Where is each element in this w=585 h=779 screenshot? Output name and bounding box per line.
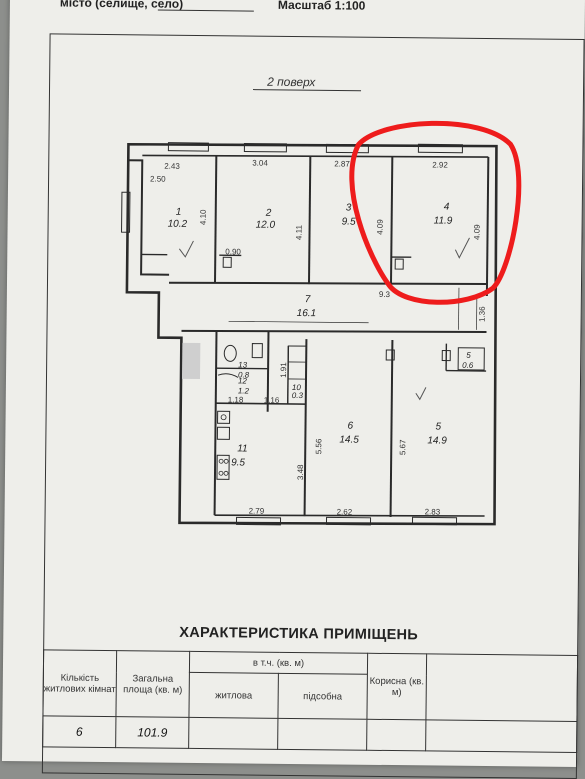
wall-2-3 <box>309 156 310 284</box>
room-5a-number: 5 <box>466 351 471 360</box>
svg-text:2.92: 2.92 <box>432 160 448 169</box>
room-12-number: 12 <box>238 376 248 385</box>
svg-text:5.67: 5.67 <box>398 439 407 455</box>
corridor-bottom-wall <box>181 329 486 334</box>
vent-2 <box>223 257 231 267</box>
room-6-area: 14.5 <box>339 434 359 445</box>
room-4-number: 4 <box>444 202 450 213</box>
room-5-area: 14.9 <box>427 435 447 446</box>
wall-4-right <box>487 157 488 296</box>
val-total: 101.9 <box>116 717 189 749</box>
col-useful: Корисна (кв. м) <box>367 653 427 720</box>
characteristics-table: Кількість житлових кімнат Загальна площа… <box>42 649 578 753</box>
svg-text:1.36: 1.36 <box>478 306 487 322</box>
svg-text:2.43: 2.43 <box>164 162 180 171</box>
svg-text:2.83: 2.83 <box>425 507 441 516</box>
floor-title: 2 поверх <box>266 75 316 90</box>
svg-text:0.90: 0.90 <box>225 247 241 256</box>
room-labels: 1 10.2 2 12.0 3 9.5 4 11.9 7 16.1 13 0.8… <box>165 199 475 471</box>
svg-text:5.56: 5.56 <box>314 438 323 454</box>
room-3-number: 3 <box>346 203 352 214</box>
val-useful <box>367 719 426 751</box>
corridor-top-wall <box>169 281 487 286</box>
characteristics-title: ХАРАКТЕРИСТИКА ПРИМІЩЕНЬ <box>179 625 418 643</box>
col-total: Загальна площа (кв. м) <box>116 651 190 718</box>
room-10-area: 0.3 <box>292 391 304 400</box>
check-marks <box>178 235 470 400</box>
room-1-area: 10.2 <box>168 219 188 230</box>
highlight-room-4 <box>350 122 519 303</box>
bath-tub <box>218 374 238 378</box>
svg-text:2.87: 2.87 <box>334 159 350 168</box>
room-7-area: 16.1 <box>297 308 317 319</box>
toilet <box>224 345 236 361</box>
room-2-number: 2 <box>265 208 272 219</box>
room-13-number: 13 <box>238 360 248 369</box>
svg-text:4.09: 4.09 <box>472 224 481 240</box>
svg-text:3.04: 3.04 <box>252 159 268 168</box>
room-7-number: 7 <box>305 294 311 305</box>
stair-block <box>182 343 200 379</box>
wall-3-4 <box>391 157 392 283</box>
svg-text:4.11: 4.11 <box>294 224 303 240</box>
val-rooms: 6 <box>43 716 116 748</box>
col-empty <box>426 654 578 722</box>
room-11-area: 9.5 <box>231 457 245 468</box>
col-incl: в т.ч. (кв. м) <box>189 651 367 674</box>
room-3-area: 9.5 <box>342 216 356 227</box>
wall-6-5 <box>391 340 393 517</box>
room-5-number: 5 <box>435 421 441 432</box>
outer-wall <box>124 142 498 526</box>
val-empty <box>426 720 577 753</box>
room-4-area: 11.9 <box>434 215 453 226</box>
col-living: житлова <box>189 672 278 718</box>
svg-text:3.48: 3.48 <box>296 464 305 480</box>
room-12-area: 1.2 <box>238 386 250 395</box>
col-aux: підсобна <box>278 673 367 719</box>
room-2-area: 12.0 <box>256 220 276 231</box>
svg-text:2.62: 2.62 <box>337 507 353 516</box>
top-inner-wall <box>142 153 488 159</box>
room-5a-area: 0.6 <box>462 361 474 370</box>
floor-title-underline <box>253 90 361 91</box>
col-rooms: Кількість житлових кімнат <box>43 650 117 717</box>
stove <box>218 411 230 423</box>
kitchen-stove <box>217 455 229 479</box>
vent-4 <box>395 259 403 269</box>
svg-text:2.79: 2.79 <box>249 507 265 516</box>
val-aux <box>278 718 367 750</box>
room-1-number: 1 <box>176 207 182 218</box>
room-11-number: 11 <box>237 443 248 454</box>
svg-text:1.18: 1.18 <box>228 395 244 404</box>
svg-text:1.16: 1.16 <box>264 396 280 405</box>
svg-text:9.3: 9.3 <box>379 290 391 299</box>
val-living <box>189 717 278 749</box>
floor-plan: 2 поверх <box>3 0 585 637</box>
wall-bath-left <box>215 331 217 515</box>
svg-text:2.50: 2.50 <box>150 174 166 183</box>
dimension-labels: 2.43 3.04 2.87 2.92 4.10 4.11 4.09 4.09 … <box>147 157 489 518</box>
wall-1-2 <box>215 156 216 283</box>
svg-text:1.91: 1.91 <box>279 362 288 378</box>
svg-text:4.10: 4.10 <box>199 209 208 225</box>
sink <box>217 427 229 439</box>
svg-text:4.09: 4.09 <box>376 219 385 235</box>
room-6-number: 6 <box>347 421 353 432</box>
washbasin <box>252 344 262 358</box>
